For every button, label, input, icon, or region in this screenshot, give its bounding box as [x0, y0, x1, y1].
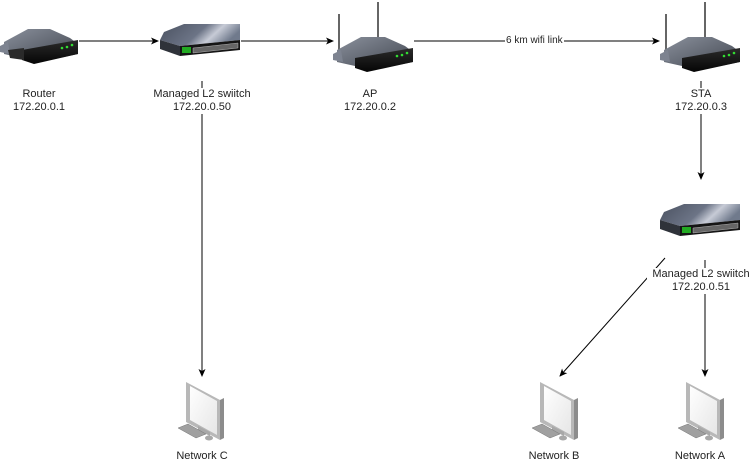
node-label-network-c: Network C: [166, 450, 238, 463]
node-label-network-b: Network B: [518, 450, 590, 463]
edge-label-wifi-link: 6 km wifi link: [505, 35, 564, 47]
node-name: Managed L2 swiitch: [153, 88, 251, 100]
node-name: AP: [362, 88, 378, 100]
node-label-router: Router 172.20.0.1: [8, 88, 70, 114]
workstation-icon[interactable]: [177, 382, 224, 441]
wireless-router-icon[interactable]: [660, 2, 740, 72]
node-name: Router: [22, 88, 56, 100]
workstation-icon[interactable]: [531, 382, 578, 441]
node-label-switch2: Managed L2 swiitch 172.20.0.51: [647, 268, 754, 294]
workstation-icon[interactable]: [677, 382, 724, 441]
node-name: STA: [690, 88, 712, 100]
switch-icon[interactable]: [160, 24, 240, 56]
node-ip: 172.20.0.50: [172, 101, 232, 113]
node-ip: 172.20.0.1: [13, 101, 65, 113]
node-label-switch1: Managed L2 swiitch 172.20.0.50: [148, 88, 256, 114]
node-label-network-a: Network A: [664, 450, 736, 463]
node-name: Network C: [176, 450, 228, 462]
switch-icon[interactable]: [660, 204, 740, 236]
wireless-router-icon[interactable]: [333, 2, 413, 72]
node-name: Network A: [674, 450, 726, 462]
node-ip: 172.20.0.2: [344, 101, 396, 113]
node-name: Network B: [528, 450, 580, 462]
node-ip: 172.20.0.3: [675, 101, 727, 113]
node-label-sta: STA 172.20.0.3: [671, 88, 731, 114]
node-ip: 172.20.0.51: [671, 281, 731, 293]
node-label-ap: AP 172.20.0.2: [342, 88, 398, 114]
node-name: Managed L2 swiitch: [652, 268, 750, 280]
router-icon[interactable]: [0, 29, 78, 64]
